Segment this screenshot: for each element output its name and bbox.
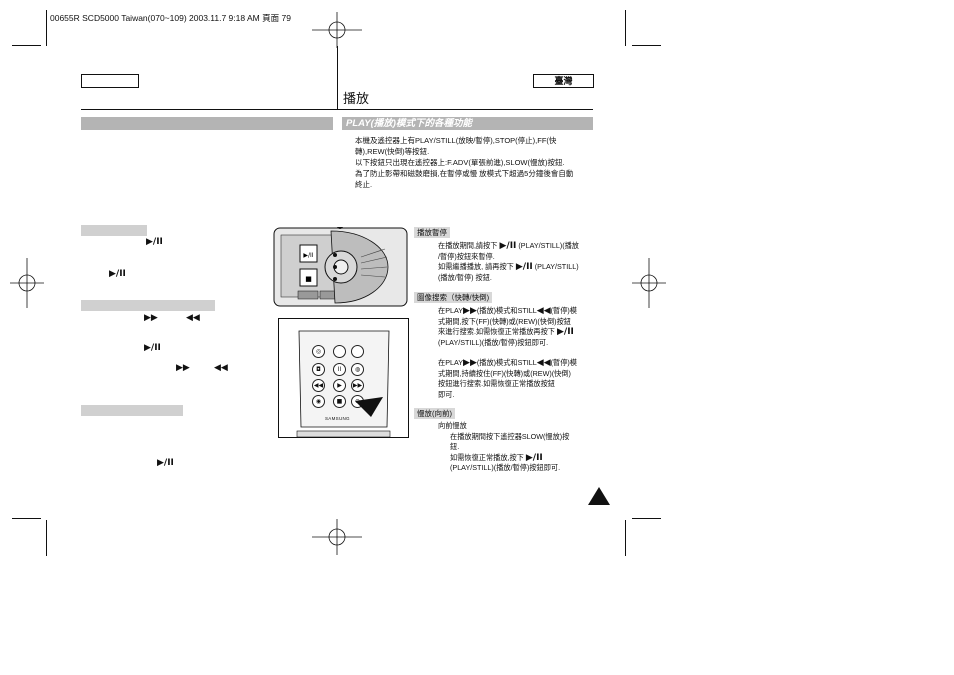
play-still-icon: ▶/II — [499, 241, 517, 251]
still-line: (播放/暫停) 按鈕. — [438, 272, 492, 282]
play-still-icon: ▶/II — [109, 269, 126, 279]
ff-icon: ▶▶ — [463, 358, 477, 368]
remote-button — [333, 345, 346, 358]
remote-button: ■ — [333, 395, 346, 408]
search-heading: 圖像搜索（快轉/快倒) — [414, 292, 493, 303]
search-line: 在PLAY — [438, 358, 464, 367]
language-label: 臺灣 — [554, 76, 573, 86]
search-line: (暫停)模 — [550, 358, 577, 367]
slow-line: 在播放期間按下遙控器SLOW(慢放)按 — [450, 431, 570, 441]
still-text: 在播放期間,請按下 ▶/II (PLAY/STILL)(播放 /暫停)按鈕來暫停… — [438, 241, 579, 283]
left-search-bar — [81, 300, 215, 311]
still-line: (PLAY/STILL)(播放 — [518, 241, 579, 250]
search-line: 來進行搜索.如需恢復正常播放再按下 — [438, 327, 555, 336]
search-line: (播放)模式和STILL — [476, 306, 537, 315]
svg-text:■: ■ — [305, 275, 312, 283]
play-still-icon: ▶/II — [525, 452, 543, 463]
center-rule — [337, 46, 338, 110]
still-line: (PLAY/STILL) — [534, 262, 579, 271]
intro-line: 為了防止影帶和磁鼓磨損,在暫停或慢 放模式下超過5分鐘後會自動 — [355, 169, 574, 178]
play-still-icon: ▶/II — [515, 262, 533, 272]
still-line: 在播放期間,請按下 — [438, 241, 498, 250]
search-line: 式期間,持續按住(FF)(快轉)或(REW)(快倒) — [438, 368, 571, 378]
remote-button: ◉ — [312, 395, 325, 408]
language-label-box: 臺灣 — [533, 74, 594, 88]
search-line: (暫停)模 — [550, 306, 577, 315]
remote-button: II — [333, 363, 346, 376]
intro-line: 終止. — [355, 180, 373, 189]
remote-button: ◍ — [351, 363, 364, 376]
still-heading: 播放暫停 — [414, 227, 450, 238]
remote-button: ◎ — [312, 345, 325, 358]
slow-line: 向前慢放 — [438, 421, 467, 430]
remote-ff-button: ▶▶ — [351, 379, 364, 392]
search-line: 式期間,按下(FF)(快轉)或(REW)(快倒)按鈕 — [438, 316, 571, 326]
search-line: 即可. — [438, 389, 455, 399]
play-still-icon: ▶/II — [144, 343, 161, 353]
slow-text: 向前慢放 在播放期間按下遙控器SLOW(慢放)按 鈕. 如需恢復正常播放,按下 … — [438, 421, 569, 474]
ff-icon: ▶▶ — [144, 313, 158, 323]
left-title-bar — [81, 117, 333, 130]
intro-line: 本機及遙控器上有PLAY/STILL(放映/暫停),STOP(停止),FF(快 — [355, 136, 557, 145]
ff-icon: ▶▶ — [176, 363, 190, 373]
remote-control-frame: ◎ ◘ II ◍ ◀◀ ▶ ▶▶ ◉ ■ ⊙ SAMSUNG — [278, 318, 409, 438]
left-language-box — [81, 74, 139, 88]
play-still-icon: ▶/II — [557, 327, 574, 337]
left-slow-bar — [81, 405, 183, 416]
camcorder-panel-illustration: ▶/II ■ — [273, 227, 408, 307]
rew-icon: ◀◀ — [536, 358, 551, 368]
slow-heading: 慢放(向前) — [414, 408, 455, 419]
intro-line: 轉),REW(快倒)等按鈕. — [355, 147, 430, 156]
section-title: 播放 — [343, 91, 370, 106]
pointer-arrow-icon — [355, 397, 383, 417]
still-line: /暫停)按鈕來暫停. — [438, 251, 495, 261]
remote-button: ◘ — [312, 363, 325, 376]
rew-icon: ◀◀ — [214, 363, 228, 373]
still-line: 如需繼播播放, 請再按下 — [438, 262, 514, 271]
print-info-text: 00655R SCD5000 Taiwan(070~109) 2003.11.7… — [50, 13, 260, 23]
play-still-icon: ▶/II — [146, 237, 163, 247]
topic-title: PLAY(播放)模式下的各種功能 — [346, 118, 472, 129]
svg-text:▶/II: ▶/II — [303, 252, 313, 259]
remote-play-button: ▶ — [333, 379, 346, 392]
slow-line: 如需恢復正常播放,按下 — [450, 452, 524, 462]
remote-rew-button: ◀◀ — [312, 379, 325, 392]
remote-brand: SAMSUNG — [325, 416, 350, 421]
intro-text: 本機及遙控器上有PLAY/STILL(放映/暫停),STOP(停止),FF(快 … — [355, 135, 573, 190]
rew-icon: ◀◀ — [536, 306, 551, 316]
search-text: 在PLAY▶▶(播放)模式和STILL◀◀(暫停)模 式期間,按下(FF)(快轉… — [438, 306, 577, 400]
slow-line: (PLAY/STILL)(播放/暫停)按鈕即可. — [450, 463, 561, 472]
search-line: (PLAY/STILL)(播放/暫停)按鈕即可. — [438, 337, 549, 347]
page-label: 頁面 79 — [262, 13, 291, 23]
intro-line: 以下按鈕只出現在遙控器上:F.ADV(單張前進),SLOW(慢放)按鈕. — [355, 158, 565, 167]
topic-title-bar: PLAY(播放)模式下的各種功能 — [342, 117, 593, 130]
search-line: 按鈕進行搜索.如需恢復正常播放按鈕 — [438, 379, 555, 388]
search-line: 在PLAY — [438, 306, 464, 315]
ff-icon: ▶▶ — [463, 306, 477, 316]
rew-icon: ◀◀ — [186, 313, 200, 323]
print-info: 00655R SCD5000 Taiwan(070~109) 2003.11.7… — [50, 13, 291, 24]
remote-button — [351, 345, 364, 358]
left-still-bar — [81, 225, 147, 236]
play-still-icon: ▶/II — [157, 458, 174, 468]
search-line: (播放)模式和STILL — [476, 358, 537, 367]
page-triangle-icon — [588, 487, 610, 505]
slow-line: 鈕. — [450, 442, 460, 451]
